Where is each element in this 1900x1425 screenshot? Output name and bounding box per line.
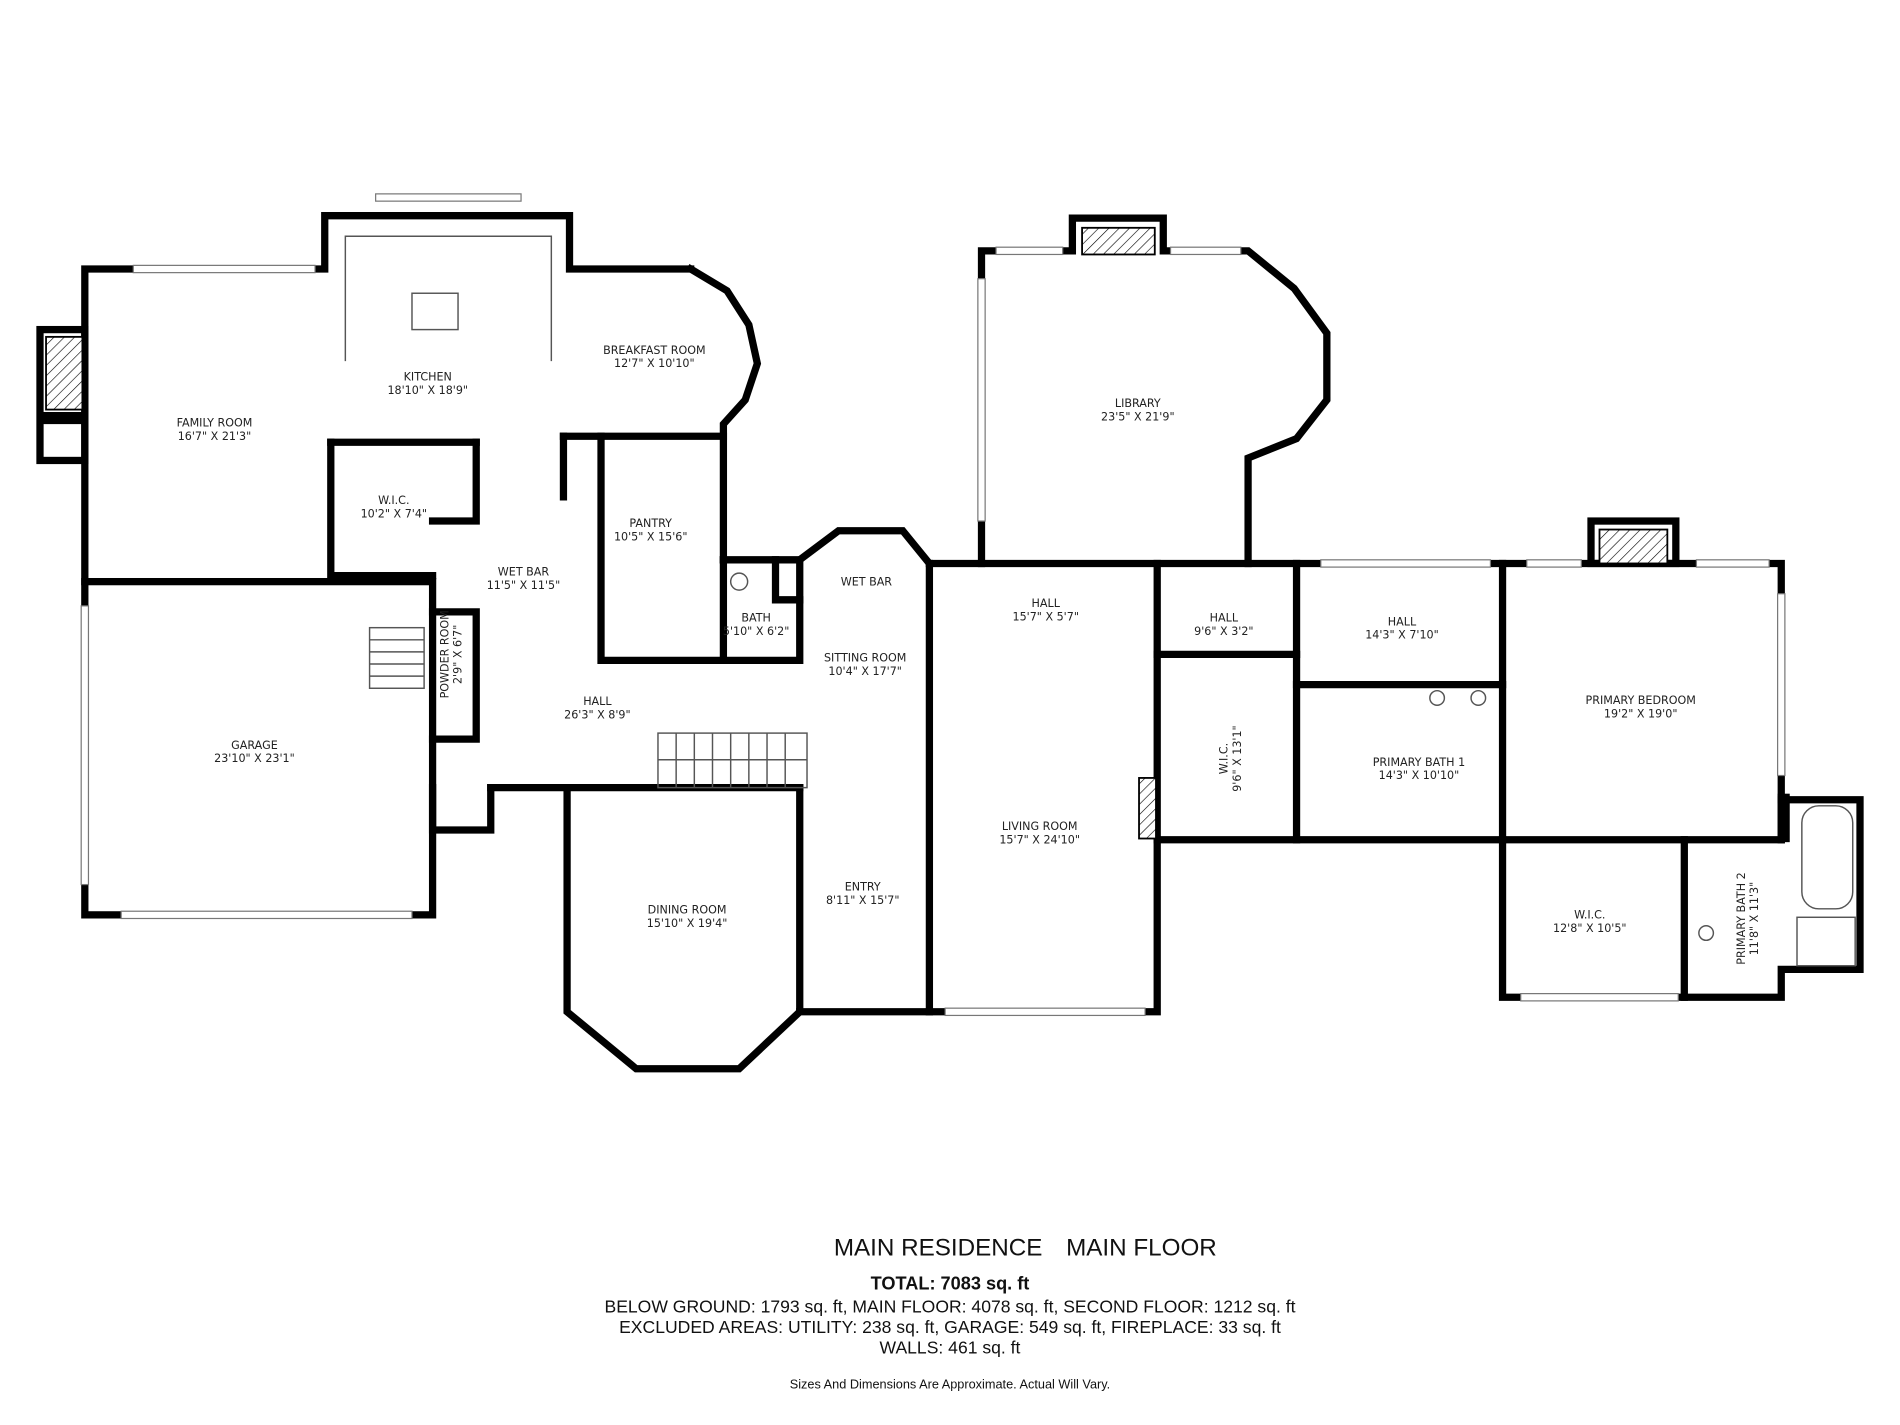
walls (36, 212, 1864, 1073)
room-label: W.I.C.12'8" X 10'5" (1553, 908, 1627, 934)
room-dimensions: 12'7" X 10'10" (614, 357, 695, 370)
room-dimensions: 11'5" X 11'5" (487, 579, 561, 592)
room-name: HALL (583, 695, 612, 708)
room-dimensions: 9'6" X 3'2" (1194, 625, 1253, 638)
room-dimensions: 2'9" X 6'7" (452, 625, 465, 684)
room-name: LIVING ROOM (1002, 820, 1078, 833)
room-name: LIBRARY (1115, 397, 1161, 410)
room-label: W.I.C.9'6" X 13'1" (1217, 725, 1243, 791)
room-dimensions: 19'2" X 19'0" (1604, 707, 1678, 720)
footer-title-right: MAIN FLOOR (1066, 1234, 1217, 1261)
room-dimensions: 15'7" X 24'10" (999, 833, 1080, 846)
room-name: ENTRY (845, 881, 881, 894)
windows (80, 193, 1786, 1017)
footer-total: TOTAL: 7083 sq. ft (871, 1273, 1030, 1293)
room-name: W.I.C. (1217, 743, 1230, 774)
room-dimensions: 10'4" X 17'7" (828, 665, 902, 678)
room-name: KITCHEN (404, 370, 452, 383)
room-name: BATH (741, 612, 771, 625)
room-dimensions: 18'10" X 18'9" (387, 384, 468, 397)
room-name: PANTRY (629, 517, 672, 530)
room-name: W.I.C. (378, 494, 409, 507)
room-dimensions: 14'3" X 7'10" (1365, 629, 1439, 642)
svg-text:MAIN RESIDENCE MAIN FLOO: MAIN RESIDENCE MAIN FLOOR (834, 1234, 1217, 1261)
room-name: GARAGE (231, 739, 278, 752)
room-name: HALL (1388, 615, 1417, 628)
footer-excluded: EXCLUDED AREAS: UTILITY: 238 sq. ft, GAR… (619, 1317, 1281, 1337)
room-dimensions: 5'10" X 6'2" (723, 625, 789, 638)
room-label: WET BAR (841, 575, 893, 588)
room-name: DINING ROOM (648, 904, 727, 917)
room-dimensions: 16'7" X 21'3" (178, 430, 252, 443)
footer: MAIN RESIDENCE MAIN FLOOR TOTAL: 7083 sq… (604, 1234, 1295, 1391)
room-dimensions: 26'3" X 8'9" (564, 709, 630, 722)
room-name: POWDER ROOM (438, 610, 451, 698)
room-dimensions: 8'11" X 15'7" (826, 894, 900, 907)
room-dimensions: 23'5" X 21'9" (1101, 410, 1175, 423)
stairs-main (657, 732, 808, 789)
room-name: PRIMARY BATH 2 (1735, 872, 1748, 964)
fixtures (344, 235, 1856, 967)
room-name: WET BAR (498, 566, 550, 579)
room-dimensions: 15'7" X 5'7" (1013, 610, 1079, 623)
room-label: POWDER ROOM2'9" X 6'7" (438, 610, 464, 698)
room-name: FAMILY ROOM (177, 417, 253, 430)
footer-walls: WALLS: 461 sq. ft (880, 1338, 1021, 1358)
room-label: W.I.C.10'2" X 7'4" (361, 494, 427, 520)
room-dimensions: 23'10" X 23'1" (214, 752, 295, 765)
room-name: PRIMARY BATH 1 (1373, 756, 1465, 769)
room-name: SITTING ROOM (824, 652, 906, 665)
room-name: W.I.C. (1574, 908, 1605, 921)
room-name: PRIMARY BEDROOM (1586, 694, 1696, 707)
footer-title-left: MAIN RESIDENCE (834, 1234, 1043, 1261)
footer-areas: BELOW GROUND: 1793 sq. ft, MAIN FLOOR: 4… (604, 1296, 1295, 1316)
room-dimensions: 10'2" X 7'4" (361, 507, 427, 520)
room-name: HALL (1210, 612, 1239, 625)
room-dimensions: 10'5" X 15'6" (614, 530, 688, 543)
room-dimensions: 12'8" X 10'5" (1553, 922, 1627, 935)
room-dimensions: 11'8" X 11'3" (1748, 882, 1761, 956)
room-name: WET BAR (841, 575, 893, 588)
room-dimensions: 14'3" X 10'10" (1379, 769, 1460, 782)
footer-disclaimer: Sizes And Dimensions Are Approximate. Ac… (790, 1377, 1110, 1392)
room-label: PRIMARY BATH 211'8" X 11'3" (1735, 872, 1761, 964)
stairs-garage (368, 626, 425, 689)
room-dimensions: 9'6" X 13'1" (1231, 725, 1244, 791)
room-name: HALL (1032, 597, 1061, 610)
room-dimensions: 15'10" X 19'4" (647, 917, 728, 930)
room-name: BREAKFAST ROOM (603, 344, 706, 357)
